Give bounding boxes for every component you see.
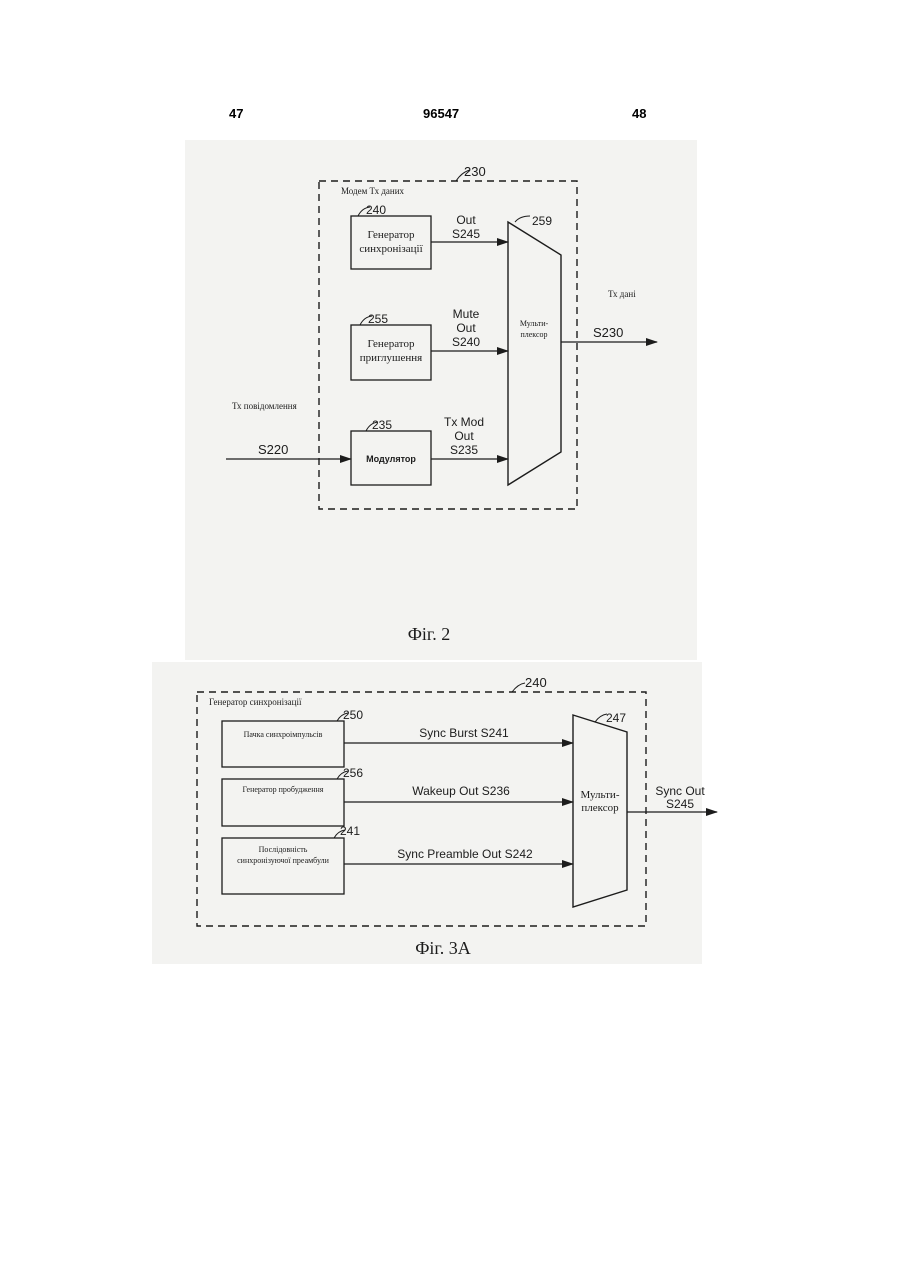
fig3a-burst-box <box>222 721 344 767</box>
fig3a-burst-ref: 250 <box>343 708 363 722</box>
fig3a-frame-leader <box>512 683 525 692</box>
fig2-modulator-ref: 235 <box>372 418 392 432</box>
fig2-multiplexer <box>508 222 561 485</box>
fig3a-mux-label-1: Мульти- <box>581 789 620 801</box>
fig2-signal-mod-2: Out <box>454 429 474 443</box>
fig3a-signal-wakeup: Wakeup Out S236 <box>412 784 510 798</box>
fig3a-burst-label: Пачка синхроімпульсів <box>244 730 323 739</box>
fig2-output-signal: S230 <box>593 325 623 340</box>
fig3a-preamble-label-2: синхронізуючої преамбули <box>237 856 329 865</box>
fig2-signal-mute-3: S240 <box>452 335 480 349</box>
fig3a-wakeup-label: Генератор пробудження <box>243 785 324 794</box>
fig3a-frame-ref: 240 <box>525 675 547 690</box>
fig3a-diagram <box>197 683 717 926</box>
fig3a-sync-out-2: S245 <box>666 797 694 811</box>
fig2-signal-mod-1: Tx Mod <box>444 415 484 429</box>
fig3a-frame-title: Генератор синхронізації <box>209 697 302 707</box>
fig3a-signal-preamble: Sync Preamble Out S242 <box>397 847 533 861</box>
fig2-modulator-label: Модулятор <box>366 454 416 464</box>
fig2-mute-label-1: Генератор <box>368 338 415 350</box>
fig3a-preamble-ref: 241 <box>340 824 360 838</box>
fig2-sync-label-2: синхронізації <box>359 243 423 255</box>
fig3a-mux-ref: 247 <box>606 711 626 725</box>
fig2-signal-mod-3: S235 <box>450 443 478 457</box>
fig2-mute-ref: 255 <box>368 312 388 326</box>
fig3a-signal-burst: Sync Burst S241 <box>419 726 509 740</box>
fig2-input-signal: S220 <box>258 442 288 457</box>
fig3a-preamble-label-1: Послідовність <box>259 845 308 854</box>
fig2-signal-mute-1: Mute <box>453 307 480 321</box>
fig2-frame-title: Модем Тх даних <box>341 186 405 196</box>
fig2-sync-label-1: Генератор <box>368 229 415 241</box>
fig2-mux-ref: 259 <box>532 214 552 228</box>
fig3a-sync-out-1: Sync Out <box>655 784 705 798</box>
fig2-mux-label-2: плексор <box>520 330 547 339</box>
fig2-signal-mute-2: Out <box>456 321 476 335</box>
fig2-mux-label-1: Мульти- <box>520 319 549 328</box>
fig2-output-title: Тх дані <box>608 289 636 299</box>
fig2-modem-frame <box>319 181 577 509</box>
fig2-signal-out-2: S245 <box>452 227 480 241</box>
fig3a-wakeup-ref: 256 <box>343 766 363 780</box>
fig3a-mux-label-2: плексор <box>581 802 619 814</box>
fig3a-caption: Фіг. 3А <box>415 938 471 958</box>
fig2-input-title: Тх повідомлення <box>232 401 297 411</box>
fig2-sync-ref: 240 <box>366 203 386 217</box>
fig2-signal-out-1: Out <box>456 213 476 227</box>
fig2-mux-leader <box>515 216 530 222</box>
fig2-caption: Фіг. 2 <box>408 624 451 644</box>
fig2-mute-label-2: приглушення <box>360 352 422 364</box>
fig2-frame-ref: 230 <box>464 164 486 179</box>
